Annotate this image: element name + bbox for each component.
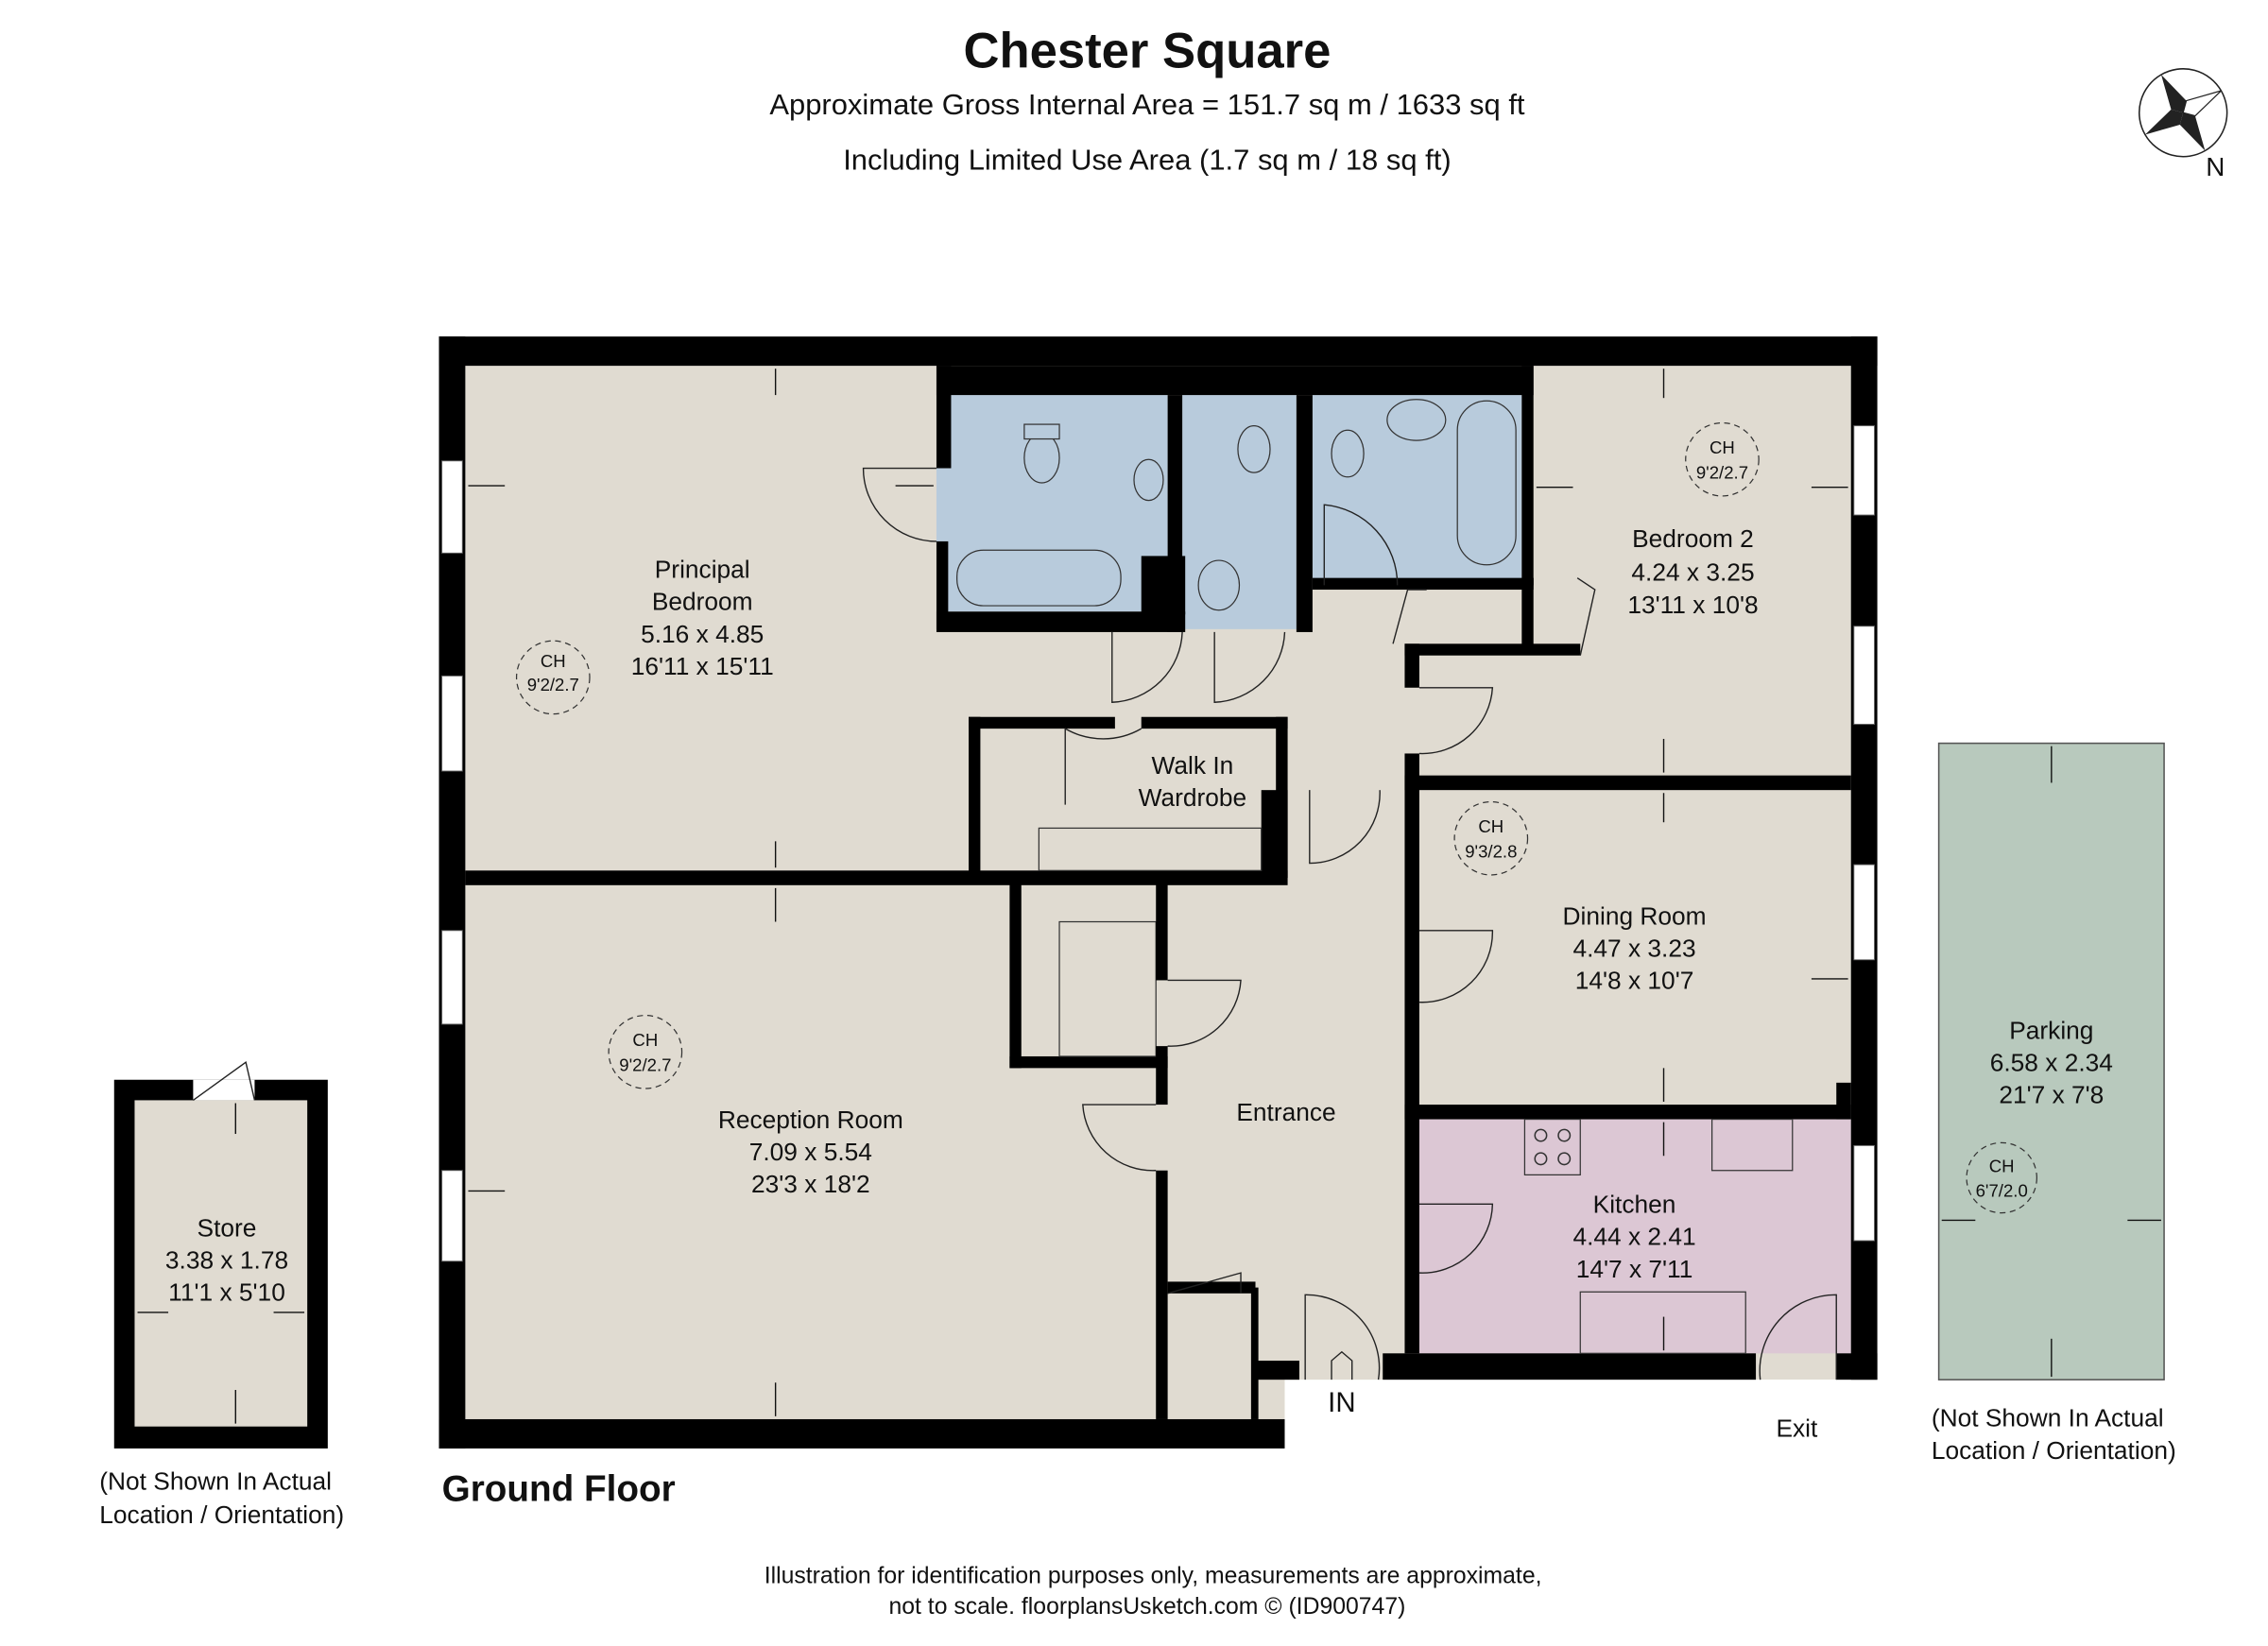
plan-title: Chester Square bbox=[963, 23, 1331, 78]
svg-text:6'7/2.0: 6'7/2.0 bbox=[1976, 1181, 2028, 1201]
svg-text:9'2/2.7: 9'2/2.7 bbox=[1696, 462, 1748, 482]
disclaimer: Illustration for identification purposes… bbox=[765, 1563, 1542, 1588]
room-walk-in-wardrobe: Walk In Wardrobe bbox=[1139, 751, 1247, 812]
svg-text:CH: CH bbox=[541, 651, 566, 671]
svg-text:7.09 x 5.54: 7.09 x 5.54 bbox=[749, 1138, 872, 1166]
svg-text:Parking: Parking bbox=[2009, 1016, 2093, 1044]
parking: CH 6'7/2.0 Parking 6.58 x 2.34 21'7 x 7'… bbox=[1937, 742, 2165, 1380]
limited-use-area: Including Limited Use Area (1.7 sq m / 1… bbox=[843, 144, 1451, 177]
svg-text:4.47 x 3.23: 4.47 x 3.23 bbox=[1572, 934, 1695, 963]
svg-text:21'7 x 7'8: 21'7 x 7'8 bbox=[1999, 1081, 2104, 1109]
compass-north-label: N bbox=[2206, 152, 2225, 181]
svg-text:Dining Room: Dining Room bbox=[1563, 902, 1707, 931]
svg-text:4.44 x 2.41: 4.44 x 2.41 bbox=[1572, 1223, 1695, 1251]
svg-text:5.16 x 4.85: 5.16 x 4.85 bbox=[641, 620, 764, 648]
svg-text:14'7 x 7'11: 14'7 x 7'11 bbox=[1576, 1255, 1693, 1283]
room-bedroom-2: Bedroom 2 4.24 x 3.25 13'11 x 10'8 CH 9'… bbox=[1627, 437, 1758, 619]
svg-text:9'2/2.7: 9'2/2.7 bbox=[619, 1054, 671, 1074]
disclaimer: not to scale. floorplansUsketch.com © (I… bbox=[889, 1594, 1406, 1620]
svg-text:Walk In: Walk In bbox=[1152, 751, 1234, 780]
svg-text:6.58 x 2.34: 6.58 x 2.34 bbox=[1990, 1048, 2113, 1076]
svg-text:9'3/2.8: 9'3/2.8 bbox=[1465, 841, 1517, 861]
svg-text:Bedroom: Bedroom bbox=[652, 588, 753, 616]
svg-text:Principal: Principal bbox=[655, 556, 750, 584]
svg-text:9'2/2.7: 9'2/2.7 bbox=[527, 675, 579, 694]
svg-text:CH: CH bbox=[1989, 1156, 2015, 1175]
svg-text:Bedroom 2: Bedroom 2 bbox=[1632, 524, 1754, 553]
room-dining-room: Dining Room 4.47 x 3.23 14'8 x 10'7 CH 9… bbox=[1465, 816, 1706, 995]
room-kitchen: Kitchen 4.44 x 2.41 14'7 x 7'11 bbox=[1572, 1191, 1695, 1283]
svg-text:11'1 x 5'10: 11'1 x 5'10 bbox=[168, 1278, 285, 1307]
parking-note: (Not Shown In Actual bbox=[1932, 1404, 2164, 1432]
svg-text:CH: CH bbox=[632, 1030, 658, 1050]
north-compass-icon bbox=[2138, 68, 2228, 158]
floor-label: Ground Floor bbox=[442, 1469, 676, 1510]
svg-text:3.38 x 1.78: 3.38 x 1.78 bbox=[165, 1245, 288, 1274]
svg-text:14'8 x 10'7: 14'8 x 10'7 bbox=[1575, 967, 1694, 995]
svg-text:Store: Store bbox=[198, 1213, 257, 1242]
parking-note: Location / Orientation) bbox=[1932, 1436, 2176, 1465]
store-note: (Not Shown In Actual bbox=[99, 1466, 332, 1495]
room-principal-bedroom: Principal Bedroom 5.16 x 4.85 16'11 x 15… bbox=[527, 556, 774, 694]
room-reception-room: Reception Room 7.09 x 5.54 23'3 x 18'2 C… bbox=[619, 1030, 903, 1198]
svg-text:13'11 x 10'8: 13'11 x 10'8 bbox=[1627, 591, 1758, 619]
store: Store 3.38 x 1.78 11'1 x 5'10 bbox=[113, 1060, 328, 1449]
svg-text:CH: CH bbox=[1710, 437, 1735, 457]
in-label: IN bbox=[1328, 1387, 1355, 1418]
svg-text:Wardrobe: Wardrobe bbox=[1139, 783, 1247, 812]
svg-text:4.24 x 3.25: 4.24 x 3.25 bbox=[1631, 558, 1754, 587]
svg-text:CH: CH bbox=[1478, 816, 1503, 836]
kitchen-floor bbox=[1404, 1119, 1851, 1354]
gross-area: Approximate Gross Internal Area = 151.7 … bbox=[769, 88, 1525, 121]
main-floor bbox=[438, 336, 1881, 1468]
svg-text:Reception Room: Reception Room bbox=[718, 1106, 903, 1134]
room-entrance: Entrance bbox=[1236, 1098, 1335, 1126]
exit-label: Exit bbox=[1776, 1415, 1818, 1443]
svg-text:23'3 x 18'2: 23'3 x 18'2 bbox=[751, 1170, 870, 1198]
svg-text:Kitchen: Kitchen bbox=[1593, 1191, 1676, 1219]
svg-text:16'11 x 15'11: 16'11 x 15'11 bbox=[631, 652, 774, 680]
store-note: Location / Orientation) bbox=[99, 1500, 344, 1529]
